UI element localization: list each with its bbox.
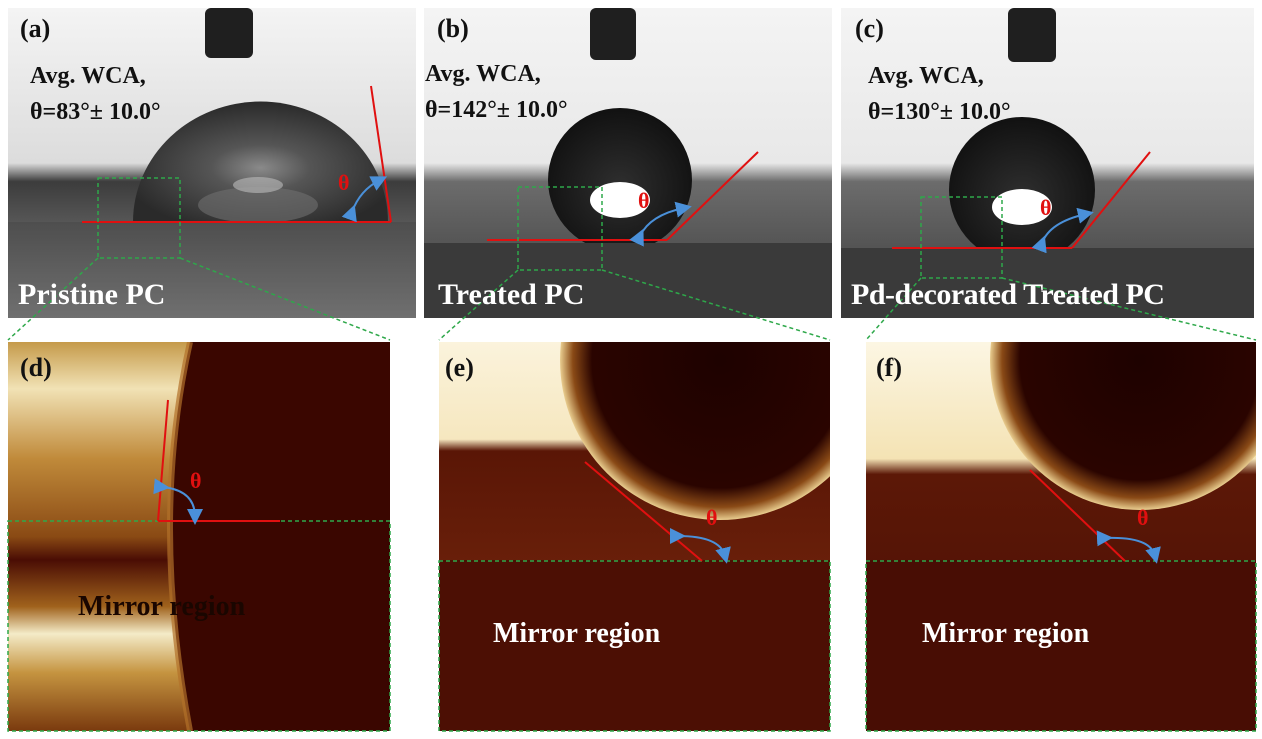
angle-arcs-top [341,176,1094,254]
theta-d: θ [190,468,202,493]
panel-label-a: (a) [20,14,51,43]
theta-a: θ [338,170,350,195]
panel-label-f: (f) [876,353,902,382]
panel-label-d: (d) [20,353,52,382]
needle-b [590,8,636,60]
sample-label-c: Pd-decorated Treated PC [851,278,1165,311]
panel-f-image [866,342,1256,731]
wca-label-c: Avg. WCA, [868,63,984,89]
wca-label-a: Avg. WCA, [30,63,146,89]
theta-f: θ [1137,505,1149,530]
droplet-d [170,342,390,731]
mirror-label-e: Mirror region [493,618,661,649]
panel-label-c: (c) [855,14,884,43]
theta-b: θ [638,188,650,213]
needle-a [205,8,253,58]
droplet-f [990,342,1256,510]
mirror-label-d: Mirror region [78,591,246,622]
theta-c: θ [1040,195,1052,220]
zoom-boxes-top [7,177,1257,341]
needle-c [1008,8,1056,62]
wca-value-a: θ=83°± 10.0° [30,99,161,125]
angle-arcs-bottom [153,478,1161,564]
panel-d-image [8,342,390,731]
panel-b-image [424,8,832,318]
panel-label-e: (e) [445,353,474,382]
wca-value-c: θ=130°± 10.0° [868,99,1011,125]
sample-label-a: Pristine PC [18,278,166,311]
wca-value-b: θ=142°± 10.0° [425,97,568,123]
droplet-b [548,108,692,252]
droplet-a [133,101,389,222]
mirror-label-f: Mirror region [922,618,1090,649]
panel-c-image [841,8,1254,318]
sample-label-b: Treated PC [438,278,585,311]
panel-e-image [439,342,830,731]
panel-a-image [8,8,416,318]
theta-e: θ [706,505,718,530]
wca-label-b: Avg. WCA, [425,61,541,87]
droplet-e [560,342,830,520]
panel-label-b: (b) [437,14,469,43]
